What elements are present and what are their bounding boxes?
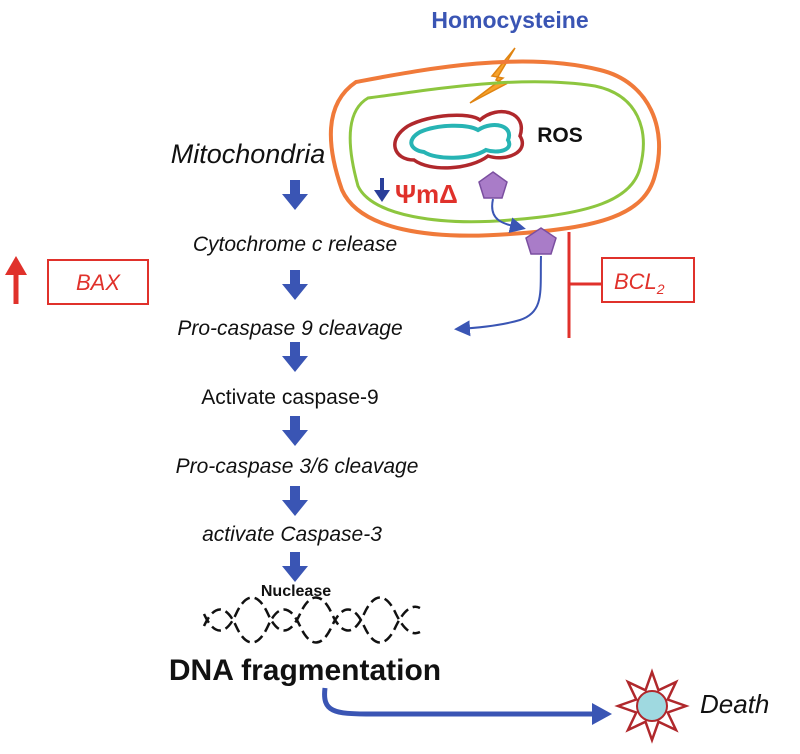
fragmentation-to-death-arrow-head [592,703,612,725]
mitochondrion: ROS ΨmΔ [328,59,662,238]
cytochrome-c-icon [478,171,508,199]
death-label: Death [700,689,769,719]
bcl2-box [601,257,695,303]
step-cytochrome-c-release: Cytochrome c release [193,233,397,256]
potential-decrease-arrow-head [374,190,390,202]
step-activate-caspase-3: activate Caspase-3 [202,523,382,546]
pathway-arrow-1 [282,180,308,210]
bax-box [47,259,149,305]
cytochrome-c-cytosolic-icon [525,227,557,255]
pathway-arrow-6 [282,552,308,582]
pathway-arrow-3 [282,342,308,372]
pathway-arrows [282,180,308,582]
bcl2-label: BCL2 [614,269,665,297]
cristae-inner [409,123,512,160]
mitochondria-label: Mitochondria [171,139,326,169]
dna-fragmentation-label: DNA fragmentation [169,654,441,687]
cytochrome-c-to-caspase9-arrow [454,255,542,337]
pathway-arrow-4 [282,416,308,446]
bcl2-subscript: 2 [656,281,665,297]
step-activate-caspase-9: Activate caspase-9 [201,386,378,409]
cytochrome-c-release-arrow [491,198,526,234]
mitochondrion-outer-membrane [328,59,662,238]
nuclease-label: Nuclease [261,583,331,600]
membrane-potential-label: ΨmΔ [395,179,458,209]
homocysteine-label: Homocysteine [431,7,588,33]
cristae-outer [393,109,524,170]
bax-increase-arrow-head [5,256,27,275]
ros-label: ROS [537,124,583,147]
pathway-arrow-2 [282,270,308,300]
fragmentation-to-death-arrow [322,687,596,717]
mitochondrion-inner-membrane [348,80,645,224]
death-burst-icon [614,668,690,744]
pathway-arrow-5 [282,486,308,516]
step-pro-caspase-3-6-cleavage: Pro-caspase 3/6 cleavage [176,455,419,478]
lightning-bolt-icon [469,47,516,104]
bcl2-name: BCL [614,269,657,294]
step-pro-caspase-9-cleavage: Pro-caspase 9 cleavage [177,317,402,340]
fragmented-dna-icon [202,596,421,644]
bax-label: BAX [76,270,121,295]
